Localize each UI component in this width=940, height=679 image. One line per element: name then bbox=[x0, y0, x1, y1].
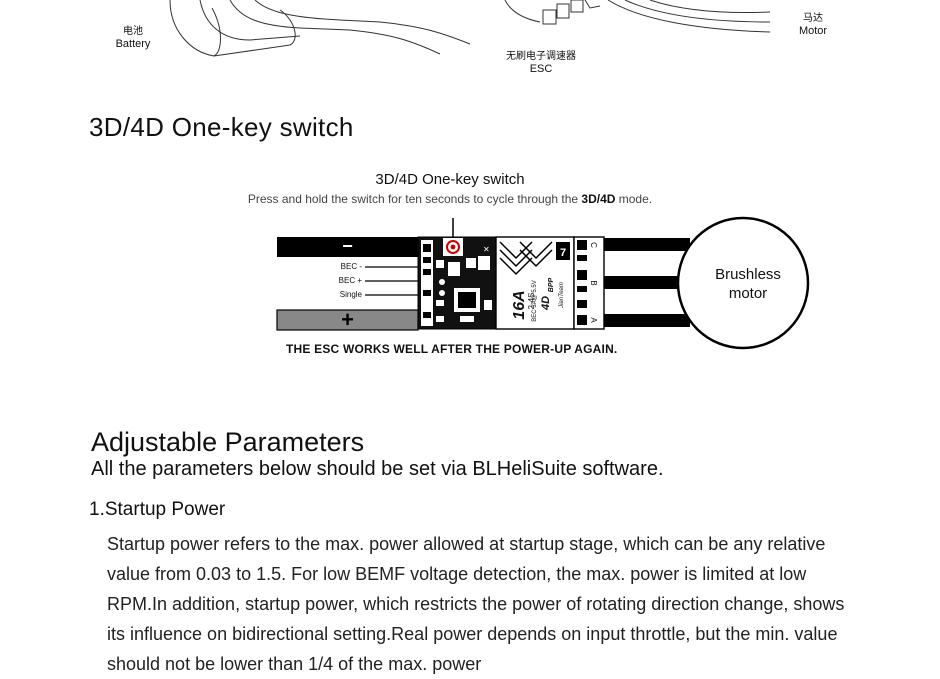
startup-power-text: Startup power refers to the max. power a… bbox=[107, 534, 845, 674]
pad-label-b: B bbox=[589, 280, 598, 286]
motor-label-line1: Brushless bbox=[715, 266, 781, 283]
minus-sign: − bbox=[342, 236, 353, 256]
wire-label-bec-plus: BEC + bbox=[338, 276, 362, 285]
esc-note: THE ESC WORKS WELL AFTER THE POWER-UP AG… bbox=[286, 342, 618, 356]
wire-label-bec-minus: BEC - bbox=[340, 262, 362, 271]
motor-wires bbox=[607, 0, 771, 33]
pad-label-a: A bbox=[589, 317, 598, 323]
mode-switch bbox=[446, 240, 460, 254]
section-title: 3D/4D One-key switch bbox=[89, 112, 354, 142]
battery-label-cn: 电池 bbox=[123, 26, 143, 37]
subtitle-mode: 3D/4D bbox=[581, 192, 616, 206]
params-subtitle: All the parameters below should be set v… bbox=[91, 458, 664, 480]
battery-label: Battery bbox=[115, 38, 151, 50]
esc-outline bbox=[504, 0, 541, 23]
wiring-diagram bbox=[169, 0, 771, 57]
motor-label: Brushless motor bbox=[678, 265, 818, 303]
svg-text:7: 7 bbox=[560, 247, 566, 259]
wire-label-single: Single bbox=[339, 290, 362, 299]
motor-label-line2: motor bbox=[728, 285, 768, 302]
esc-label-cn: 无刷电子调速器 bbox=[506, 51, 576, 62]
subtitle-text: Press and hold the switch for ten second… bbox=[247, 192, 582, 206]
startup-power-heading: 1.Startup Power bbox=[89, 499, 226, 520]
battery-outline bbox=[169, 0, 296, 57]
motor-label-cn: 马达 bbox=[803, 13, 823, 24]
subtitle-tail: mode. bbox=[615, 192, 653, 206]
board-brand: JianTeam bbox=[559, 282, 565, 308]
esc-board bbox=[417, 236, 497, 330]
esc-label: ESC bbox=[529, 63, 553, 75]
motor-wire-a bbox=[604, 314, 690, 327]
svg-text:✕: ✕ bbox=[483, 245, 490, 254]
params-title: Adjustable Parameters bbox=[91, 427, 365, 457]
switch-diagram-title: 3D/4D One-key switch bbox=[375, 171, 525, 188]
switch-diagram-subtitle: Press and hold the switch for ten second… bbox=[0, 192, 900, 206]
pad-label-c: C bbox=[589, 242, 598, 248]
plus-sign: + bbox=[341, 307, 354, 332]
motor-wire-c bbox=[604, 238, 690, 251]
motor-wire-b bbox=[604, 276, 680, 289]
motor-label-en: Motor bbox=[798, 25, 828, 37]
board-bpp: BPP bbox=[548, 277, 555, 293]
